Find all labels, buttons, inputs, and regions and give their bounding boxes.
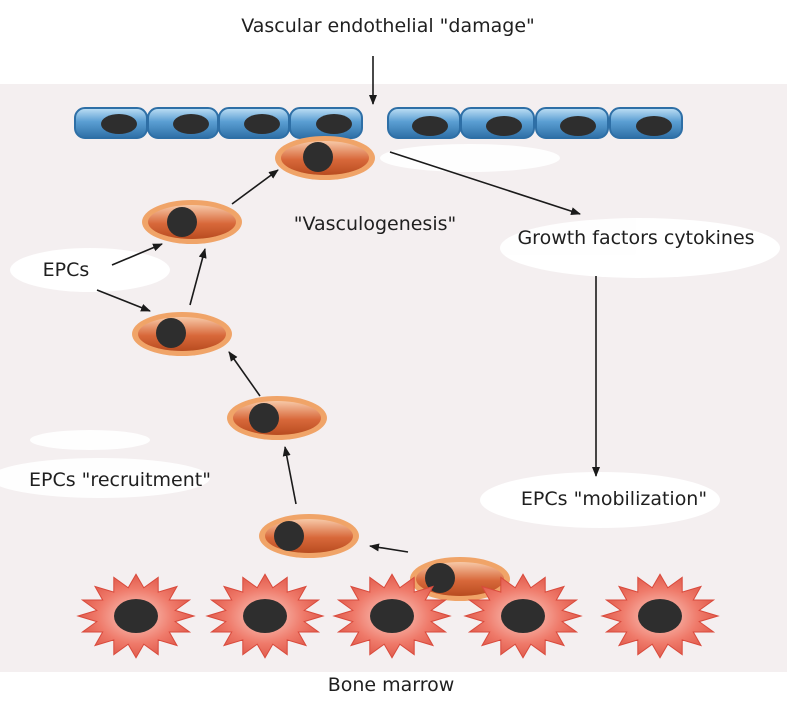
marrow-cell: [463, 573, 583, 659]
arrow-to-growth-factors: [389, 151, 581, 216]
label-vascular-damage: Vascular endothelial "damage": [241, 15, 535, 37]
arrows: [96, 56, 600, 553]
label-bone-marrow: Bone marrow: [328, 674, 455, 696]
epc-cell: [259, 514, 359, 558]
label-mobilization: EPCs "mobilization": [521, 488, 707, 510]
background-panel: [0, 84, 787, 672]
endothelial-cell: [535, 107, 609, 139]
endothelial-layer: [74, 107, 683, 139]
marrow-cell: [332, 573, 452, 659]
arrow-epc-up-3: [189, 248, 207, 306]
bone-marrow-cells: [76, 573, 720, 659]
marrow-nucleus: [501, 599, 545, 633]
label-epcs: EPCs: [43, 259, 90, 281]
epc-cell-vasculogenesis: [275, 136, 375, 180]
label-smudges: [0, 144, 780, 528]
endothelial-cell: [387, 107, 461, 139]
marrow-cell: [600, 573, 720, 659]
endothelial-cell: [147, 107, 219, 139]
arrow-epc-up-1: [282, 446, 297, 505]
endothelial-cell: [460, 107, 535, 139]
arrow-marrow-to-epc: [369, 543, 409, 553]
arrow-epcs-label-2: [96, 289, 151, 312]
endothelial-cell: [74, 107, 148, 139]
endothelial-cell: [289, 107, 363, 139]
label-growth-factors: Growth factors cytokines: [517, 227, 754, 249]
endothelial-cell: [609, 107, 683, 139]
arrow-epc-up-2: [228, 351, 261, 397]
marrow-nucleus: [638, 599, 682, 633]
marrow-cell: [205, 573, 325, 659]
arrow-epcs-label-1: [111, 243, 163, 266]
endothelial-cell: [218, 107, 290, 139]
epc-cell: [142, 200, 242, 244]
marrow-nucleus: [370, 599, 414, 633]
epc-cell: [227, 396, 327, 440]
marrow-cell: [76, 573, 196, 659]
label-vasculogenesis: "Vasculogenesis": [294, 213, 457, 235]
marrow-nucleus: [243, 599, 287, 633]
epc-cell: [132, 312, 232, 356]
marrow-nucleus: [114, 599, 158, 633]
arrow-epc-up-4: [231, 169, 279, 205]
label-recruitment: EPCs "recruitment": [29, 469, 211, 491]
